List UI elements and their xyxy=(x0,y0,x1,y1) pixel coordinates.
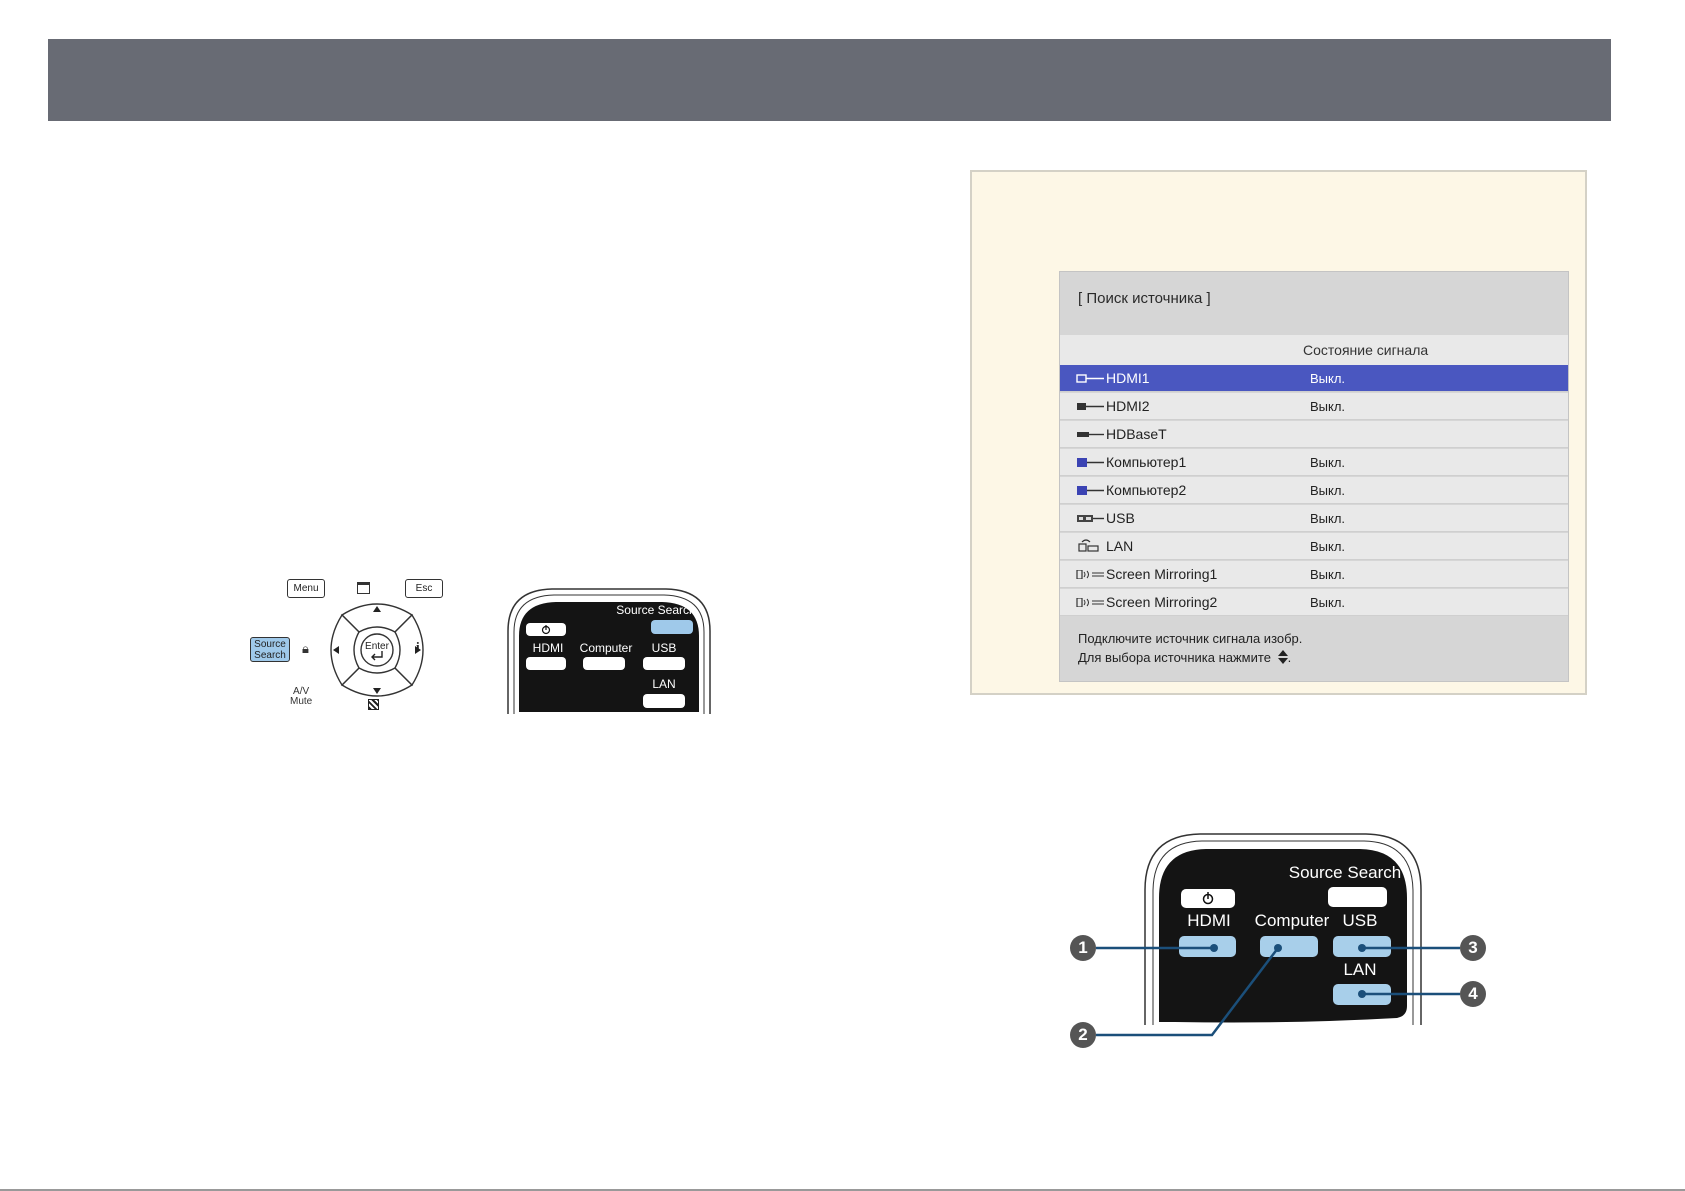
remote-large-lan-label: LAN xyxy=(1343,960,1377,979)
left-arrow-icon xyxy=(333,646,339,654)
hdbaset-icon xyxy=(1077,432,1104,437)
av-mute-line1: A/V xyxy=(293,686,310,697)
navigation-pad xyxy=(330,603,424,697)
remote-large-source-search-label: Source Search xyxy=(1288,863,1402,882)
av-mute-line2: Mute xyxy=(290,696,313,707)
screen-mirroring-icon xyxy=(1076,598,1104,607)
source-status: Выкл. xyxy=(1310,511,1346,526)
source-row-computer1[interactable]: Компьютер1 Выкл. xyxy=(1060,449,1568,476)
computer-icon xyxy=(1077,486,1104,495)
source-status: Выкл. xyxy=(1310,483,1346,498)
source-name: HDMI1 xyxy=(1106,370,1150,386)
source-name: HDMI2 xyxy=(1106,398,1150,414)
source-search-button[interactable] xyxy=(1328,887,1387,907)
source-name: HDBaseT xyxy=(1106,426,1167,442)
hdmi-button[interactable] xyxy=(1179,936,1236,957)
remote-small-lan-label: LAN xyxy=(652,677,676,691)
enter-label: Enter xyxy=(365,641,389,652)
page-footer-line xyxy=(0,1189,1685,1191)
source-row-screen-mirroring1[interactable]: Screen Mirroring1 Выкл. xyxy=(1060,561,1568,588)
remote-small-hdmi-label: HDMI xyxy=(532,641,564,655)
computer-icon xyxy=(1077,458,1104,467)
source-row-hdmi2[interactable]: HDMI2 Выкл. xyxy=(1060,393,1568,420)
osd-title: [ Поиск источника ] xyxy=(1078,290,1211,307)
signal-status-header: Состояние сигнала xyxy=(1303,342,1429,358)
page-header-bar xyxy=(48,39,1611,121)
remote-small-source-search-label: Source Search xyxy=(616,603,696,617)
lock-icon: 🔒︎ xyxy=(302,641,309,656)
osd-footer-period: . xyxy=(1287,650,1292,665)
computer-button[interactable] xyxy=(583,657,625,670)
info-icon: i xyxy=(416,639,420,654)
osd-footer-text: Для выбора источника нажмите xyxy=(1078,650,1271,665)
hdmi-icon xyxy=(1076,374,1104,383)
left-arrow-button[interactable] xyxy=(330,613,360,687)
source-row-screen-mirroring2[interactable]: Screen Mirroring2 Выкл. xyxy=(1060,589,1568,616)
enter-button[interactable] xyxy=(360,633,394,667)
remote-small-computer-label: Computer xyxy=(579,641,633,655)
aspect-icon xyxy=(357,582,370,594)
source-search-label-line1: Source xyxy=(254,639,286,650)
usb-icon xyxy=(1077,515,1104,522)
remote-large-usb-label: USB xyxy=(1342,911,1378,930)
enter-return-icon xyxy=(371,651,383,661)
source-search-button[interactable] xyxy=(651,620,693,634)
osd-column-header: Состояние сигнала xyxy=(1060,335,1568,365)
source-name: Screen Mirroring1 xyxy=(1106,566,1218,582)
up-down-arrow-icon xyxy=(1277,650,1288,664)
down-arrow-icon xyxy=(373,688,381,694)
source-row-computer2[interactable]: Компьютер2 Выкл. xyxy=(1060,477,1568,504)
source-status: Выкл. xyxy=(1310,567,1346,582)
source-status: Выкл. xyxy=(1310,455,1346,470)
remote-control-small xyxy=(507,588,711,714)
remote-large-hdmi-label: HDMI xyxy=(1187,911,1231,930)
callout-badge-2: 2 xyxy=(1070,1022,1096,1048)
computer-button[interactable] xyxy=(1260,936,1318,957)
lan-icon xyxy=(1078,539,1099,552)
usb-button[interactable] xyxy=(643,657,685,670)
source-row-lan[interactable]: LAN Выкл. xyxy=(1060,533,1568,560)
source-search-button[interactable]: Source Search xyxy=(250,637,290,662)
hdmi-button[interactable] xyxy=(526,657,566,670)
source-status: Выкл. xyxy=(1310,539,1346,554)
screen-mirroring-icon xyxy=(1076,570,1104,579)
source-status: Выкл. xyxy=(1310,371,1346,386)
remote-large-computer-label: Computer xyxy=(1254,911,1330,930)
callout-badge-4: 4 xyxy=(1460,981,1486,1007)
source-status: Выкл. xyxy=(1310,595,1346,610)
freeze-icon xyxy=(368,699,379,710)
av-mute-label: A/V Mute xyxy=(290,687,312,707)
osd-footer-instruction-1: Подключите источник сигнала изобр. xyxy=(1078,631,1303,646)
callout-line-2 xyxy=(1096,947,1279,1037)
source-search-screen: [ Поиск источника ] Состояние сигнала HD… xyxy=(1059,271,1569,682)
osd-footer-instruction-2: Для выбора источника нажмите . xyxy=(1078,650,1291,665)
source-name: USB xyxy=(1106,510,1135,526)
lan-button[interactable] xyxy=(643,694,685,708)
source-status: Выкл. xyxy=(1310,399,1346,414)
up-arrow-icon xyxy=(373,606,381,612)
source-name: LAN xyxy=(1106,538,1134,554)
source-search-label-line2: Search xyxy=(254,650,286,661)
remote-control-large xyxy=(1096,833,1460,1037)
right-arrow-button[interactable] xyxy=(394,613,424,687)
source-row-usb[interactable]: USB Выкл. xyxy=(1060,505,1568,532)
source-row-hdbaset[interactable]: HDBaseT xyxy=(1060,421,1568,448)
remote-small-usb-label: USB xyxy=(651,641,677,655)
callout-badge-1: 1 xyxy=(1070,935,1096,961)
menu-button[interactable]: Menu xyxy=(287,579,325,598)
source-name: Компьютер1 xyxy=(1106,454,1187,470)
source-name: Screen Mirroring2 xyxy=(1106,594,1218,610)
hdmi-icon xyxy=(1077,403,1104,410)
callout-badge-3: 3 xyxy=(1460,935,1486,961)
esc-button[interactable]: Esc xyxy=(405,579,443,598)
right-arrow-icon xyxy=(415,646,421,654)
source-name: Компьютер2 xyxy=(1106,482,1187,498)
control-panel-illustration: Menu Esc Source Search 🔒︎ Enter i A/V Mu… xyxy=(240,575,450,715)
source-row-hdmi1[interactable]: HDMI1 Выкл. xyxy=(1060,365,1568,392)
